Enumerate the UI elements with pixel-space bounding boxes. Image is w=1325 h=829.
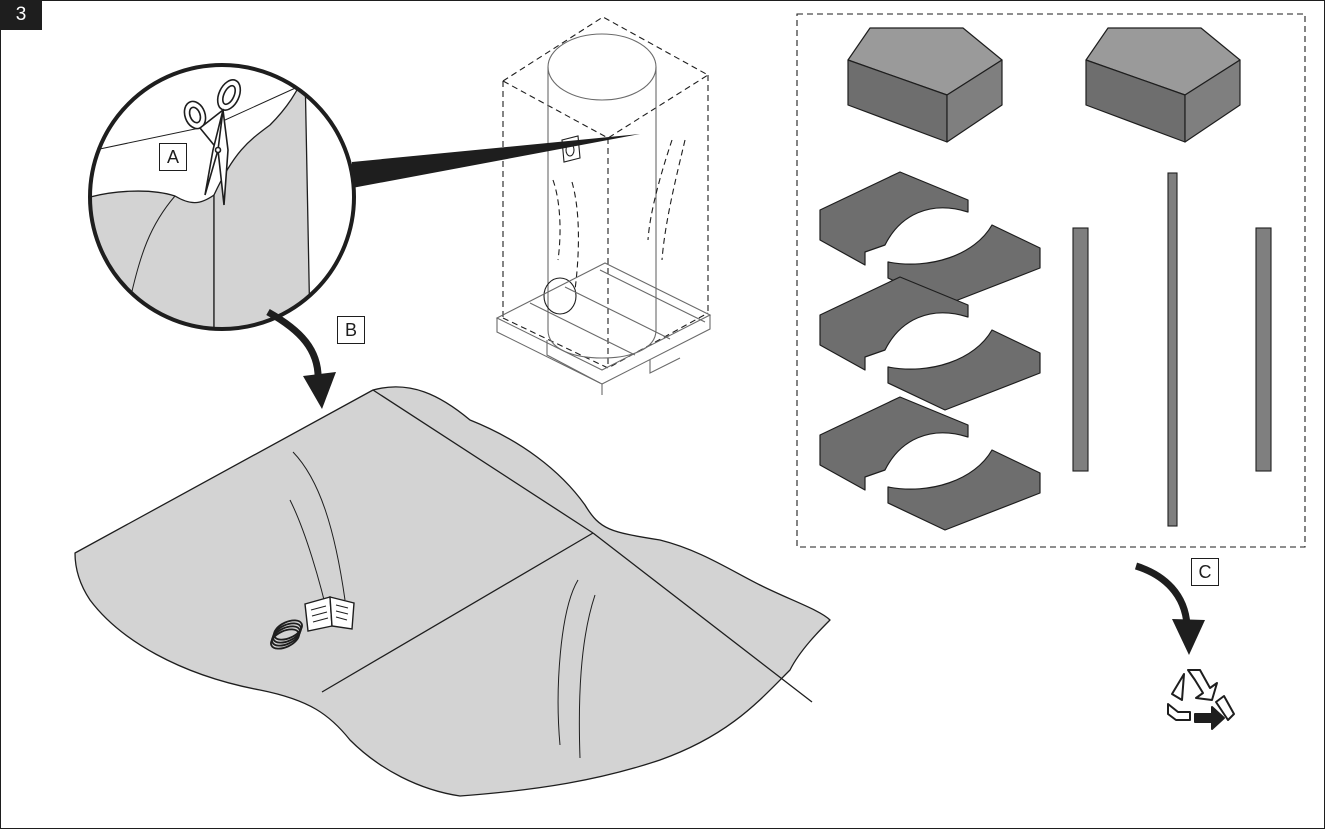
- step-number: 3: [0, 0, 42, 30]
- film-fold-line-3: [592, 532, 813, 703]
- saddle-1: [819, 171, 1041, 306]
- saddle-3: [819, 396, 1041, 531]
- callout-a: A: [159, 143, 187, 171]
- film-fold-line-2: [321, 532, 594, 693]
- film-fold-line-1: [372, 389, 594, 534]
- slat-1: [1072, 227, 1089, 472]
- corner-cap-1: [847, 27, 1003, 143]
- tank-on-pallet: [495, 16, 712, 395]
- slats: [1072, 172, 1272, 527]
- film-crease-1: [292, 451, 346, 601]
- manual-icon: [304, 596, 355, 632]
- parts-box-outline: [796, 13, 1306, 548]
- magnifier-detail: [88, 63, 356, 331]
- magnifier-pointer: [352, 134, 640, 188]
- packaging-film: [74, 386, 831, 797]
- tank-cylinder: [543, 33, 686, 359]
- saddle-2: [819, 276, 1041, 411]
- arrow-icon: [1134, 562, 1205, 655]
- slat-3: [1255, 227, 1272, 472]
- packaging-box-outline: [501, 16, 710, 369]
- cable-icon: [270, 619, 303, 650]
- film-sheet: [74, 386, 831, 797]
- pallet: [495, 262, 712, 395]
- scissors-icon: [183, 79, 242, 206]
- recycle-icon: [1167, 669, 1235, 730]
- slat-2: [1167, 172, 1178, 527]
- arrow-icon: [266, 308, 336, 409]
- detail-film-left: [90, 190, 215, 329]
- corner-cap-2: [1085, 27, 1241, 143]
- callout-c: C: [1191, 558, 1219, 586]
- film-crease-4: [578, 594, 596, 759]
- callout-b: B: [337, 316, 365, 344]
- film-crease-3: [557, 579, 579, 746]
- saddle-supports: [819, 171, 1041, 531]
